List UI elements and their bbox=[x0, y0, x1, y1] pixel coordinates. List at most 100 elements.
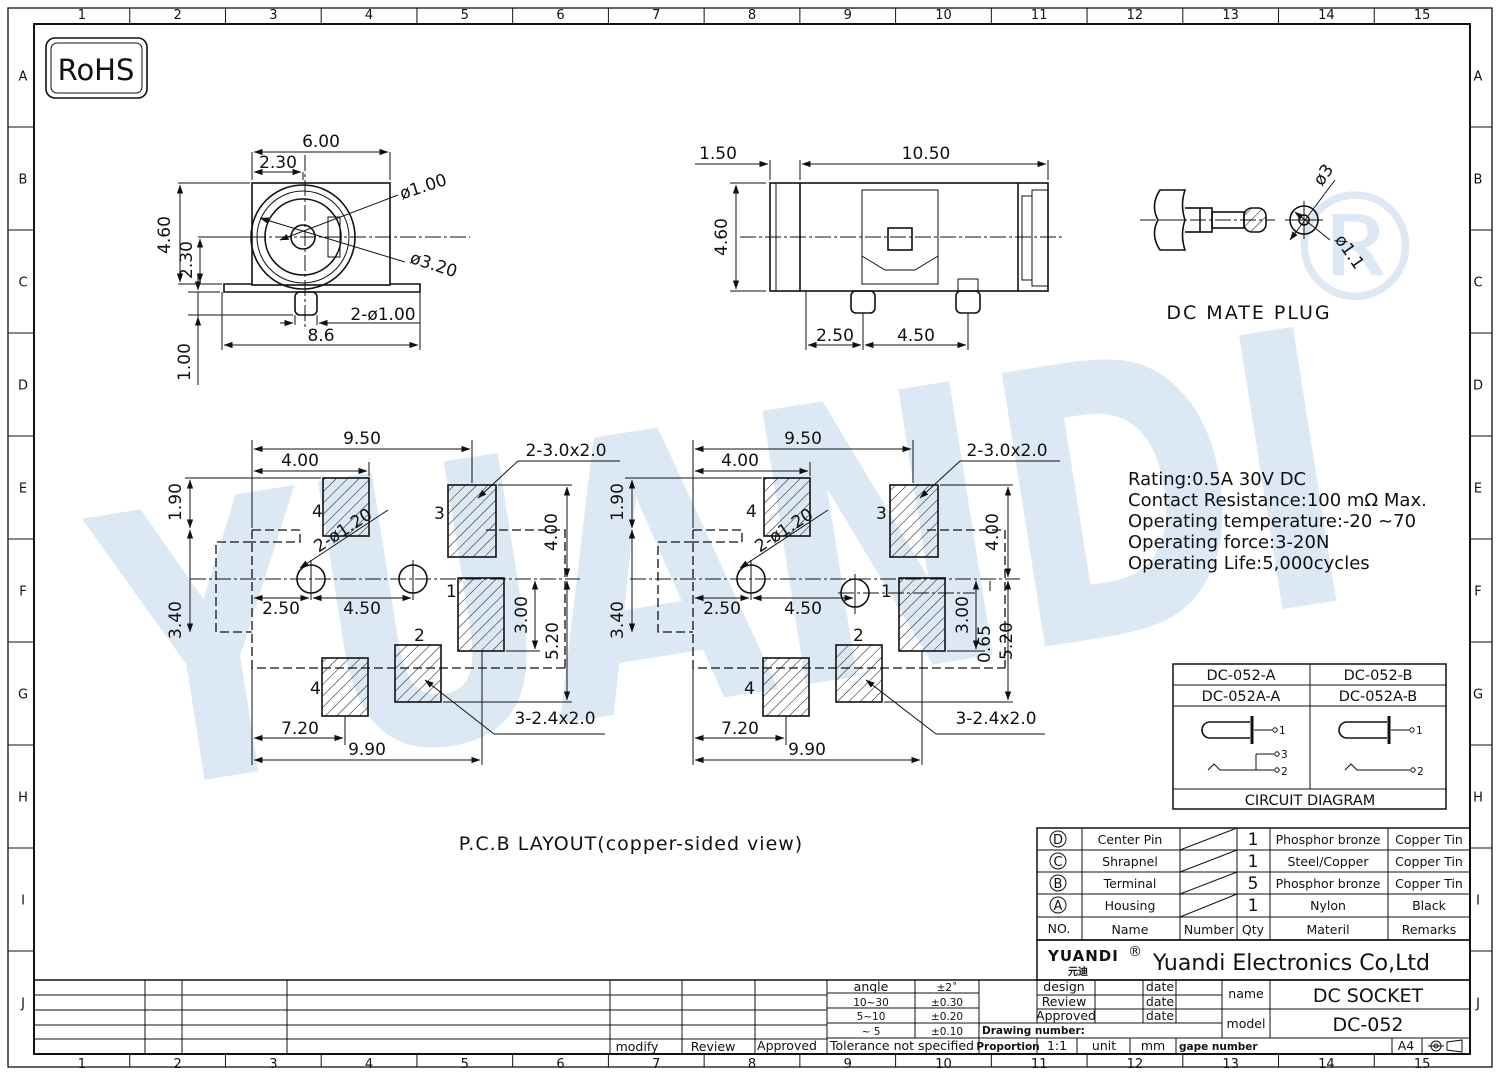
dim: 4.50 bbox=[784, 599, 822, 619]
bom-header-name: Name bbox=[1112, 922, 1149, 937]
spec-force: Operating force:3-20N bbox=[1128, 532, 1329, 553]
bom-item-circle-icon bbox=[1049, 830, 1067, 848]
model-label: DC-052-A bbox=[1206, 668, 1275, 684]
dim-pin-dia: ø1.00 bbox=[397, 170, 449, 204]
dim: 2.50 bbox=[262, 599, 300, 619]
spec-rating: Rating:0.5A 30V DC bbox=[1128, 469, 1306, 490]
zone-column-label: 1 bbox=[78, 8, 86, 23]
zone-column-label: 9 bbox=[844, 1057, 852, 1072]
plug-title: DC MATE PLUG bbox=[1166, 302, 1331, 324]
zone-column-label: 7 bbox=[652, 1057, 660, 1072]
pin-label: 4 bbox=[312, 502, 323, 522]
zone-column-label: 11 bbox=[1031, 1057, 1048, 1072]
zone-column-label: 15 bbox=[1414, 1057, 1431, 1072]
model-label: DC-052A-B bbox=[1339, 689, 1417, 705]
dim-offset: 2.30 bbox=[259, 153, 297, 173]
bom-name: Shrapnel bbox=[1102, 854, 1158, 869]
bom-header-remarks: Remarks bbox=[1402, 922, 1457, 937]
zone-row-label: E bbox=[19, 482, 27, 497]
zone-row-label: J bbox=[1475, 997, 1480, 1012]
zone-column-label: 6 bbox=[556, 8, 564, 23]
bom-no: A bbox=[1054, 899, 1063, 914]
tolerance-angle-label: angle bbox=[854, 979, 889, 994]
zone-row-label: I bbox=[1476, 894, 1480, 909]
dim: 3.00 bbox=[953, 596, 973, 634]
bom-item-circle-icon bbox=[1049, 852, 1067, 870]
pin-label: 4 bbox=[310, 679, 321, 699]
dim: 5.20 bbox=[997, 622, 1017, 660]
zone-column-label: 10 bbox=[935, 1057, 952, 1072]
dim: 9.50 bbox=[343, 429, 381, 449]
tb-date: date bbox=[1146, 1008, 1174, 1023]
dim: 7.20 bbox=[281, 719, 319, 739]
tb-model-value: DC-052 bbox=[1332, 1014, 1403, 1036]
zone-column-label: 11 bbox=[1031, 8, 1048, 23]
zone-row-label: C bbox=[1473, 276, 1482, 291]
zone-column-labels: 1122334455667788991010111112121313141415… bbox=[78, 8, 1431, 1072]
watermark-reg: ® bbox=[1280, 162, 1430, 336]
dim: 3-2.4x2.0 bbox=[514, 709, 595, 729]
dim: 9.50 bbox=[784, 429, 822, 449]
zone-column-label: 8 bbox=[748, 8, 756, 23]
bom-header-material: Materil bbox=[1306, 922, 1349, 937]
zone-column-label: 14 bbox=[1318, 8, 1335, 23]
bom-material: Phosphor bronze bbox=[1276, 876, 1381, 891]
dim-center-height: 2.30 bbox=[177, 241, 197, 279]
tb-name-label: name bbox=[1228, 986, 1264, 1001]
bom-remarks: Copper Tin bbox=[1395, 854, 1463, 869]
pin-label: 2 bbox=[414, 626, 425, 646]
spec-temperature: Operating temperature:-20 ~70 bbox=[1128, 511, 1416, 532]
dim: 4.00 bbox=[542, 513, 562, 551]
zone-row-label: F bbox=[1474, 585, 1481, 600]
zone-column-label: 12 bbox=[1127, 1057, 1144, 1072]
zone-column-label: 10 bbox=[935, 8, 952, 23]
zone-row-label: H bbox=[1473, 791, 1483, 806]
zone-row-label: G bbox=[18, 688, 28, 703]
bom-no: D bbox=[1053, 833, 1063, 848]
zone-column-label: 5 bbox=[461, 1057, 469, 1072]
pcb-pad-1 bbox=[457, 577, 505, 652]
tolerance-angle-value: ±2˚ bbox=[937, 982, 958, 994]
dim: 4.50 bbox=[343, 599, 381, 619]
zone-column-label: 3 bbox=[269, 1057, 277, 1072]
pcb-pad-3 bbox=[889, 484, 939, 558]
bom-qty: 1 bbox=[1248, 830, 1259, 850]
tolerance-range: 5~10 bbox=[857, 1011, 886, 1023]
bom-qty: 1 bbox=[1248, 852, 1259, 872]
zone-row-label: D bbox=[1473, 379, 1483, 394]
tolerance-value: ±0.20 bbox=[931, 1011, 963, 1023]
bom-material: Phosphor bronze bbox=[1276, 832, 1381, 847]
zone-column-label: 1 bbox=[78, 1057, 86, 1072]
company-block: YUANDI 元迪 ® Yuandi Electronics Co,Ltd bbox=[1036, 939, 1471, 981]
pcb-layout-left: 4 3 1 2 4 9.50 4.00 2-3.0x2.0 1.90 3.40 … bbox=[166, 429, 620, 765]
bom-no: C bbox=[1053, 855, 1062, 870]
pin-label: 4 bbox=[744, 679, 755, 699]
zone-column-label: 6 bbox=[556, 1057, 564, 1072]
dim: 4.00 bbox=[281, 451, 319, 471]
pin-label: 2 bbox=[853, 626, 864, 646]
pcb-pad-2 bbox=[835, 644, 883, 703]
dim: 1.90 bbox=[166, 483, 186, 521]
tb-review: Review bbox=[1042, 994, 1087, 1009]
bom-qty: 1 bbox=[1248, 896, 1259, 916]
zone-column-label: 2 bbox=[173, 1057, 181, 1072]
dim: 3-2.4x2.0 bbox=[955, 709, 1036, 729]
dim: 2-3.0x2.0 bbox=[525, 441, 606, 461]
tb-design: design bbox=[1043, 979, 1084, 994]
tolerance-label: Tolerance not specified bbox=[829, 1038, 974, 1053]
tb-proportion: Proportion bbox=[976, 1041, 1039, 1053]
rohs-badge: RoHS bbox=[45, 37, 148, 99]
pin-label: 1 bbox=[446, 582, 457, 602]
dim: 3.00 bbox=[512, 596, 532, 634]
revision-modify: modify bbox=[616, 1039, 659, 1054]
zone-row-label: I bbox=[21, 894, 25, 909]
dim: 7.20 bbox=[721, 719, 759, 739]
dim: 2.50 bbox=[703, 599, 741, 619]
zone-row-label: D bbox=[18, 379, 28, 394]
bom-remarks: Black bbox=[1412, 898, 1447, 913]
tb-date: date bbox=[1146, 979, 1174, 994]
pin-label: 1 bbox=[1279, 725, 1286, 737]
